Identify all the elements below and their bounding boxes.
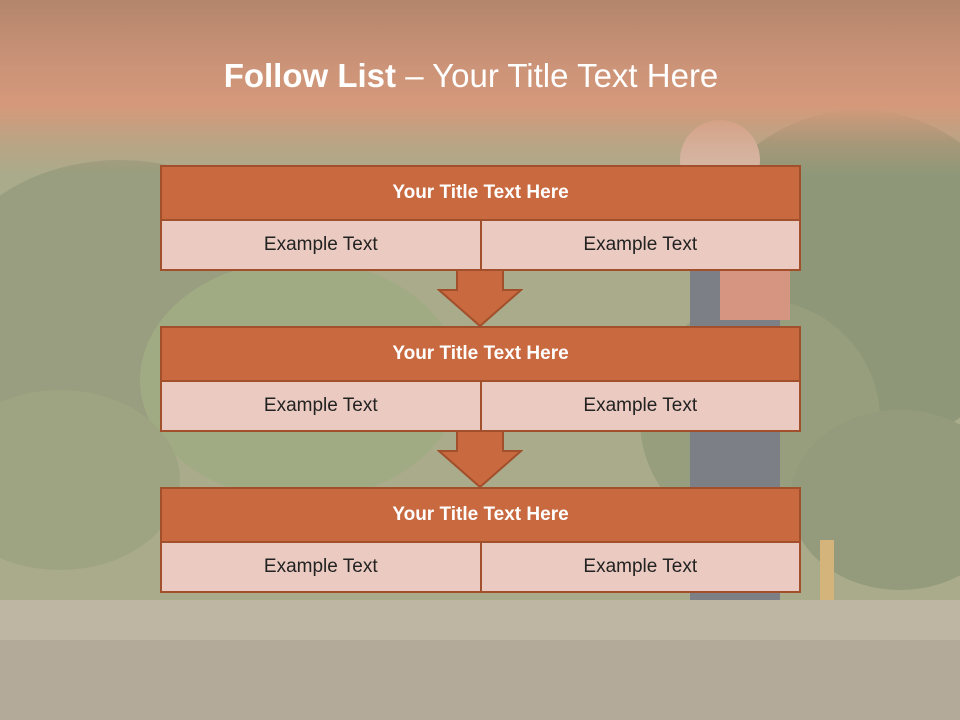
block-title: Your Title Text Here <box>160 487 801 543</box>
block-cell-right: Example Text <box>481 221 801 271</box>
slide-title: Follow List – Your Title Text Here <box>0 55 942 97</box>
title-band <box>0 0 960 175</box>
list-block-2: Your Title Text Here Example Text Exampl… <box>160 326 801 432</box>
down-arrow-icon <box>437 270 523 328</box>
block-cell-right: Example Text <box>481 382 801 432</box>
block-row: Example Text Example Text <box>160 221 801 271</box>
block-row: Example Text Example Text <box>160 543 801 593</box>
slide-title-bold: Follow List <box>223 57 397 94</box>
block-cell-right: Example Text <box>481 543 801 593</box>
block-row: Example Text Example Text <box>160 382 801 432</box>
block-title: Your Title Text Here <box>160 326 801 382</box>
block-title: Your Title Text Here <box>160 165 801 221</box>
list-block-3: Your Title Text Here Example Text Exampl… <box>160 487 801 593</box>
block-cell-left: Example Text <box>160 543 482 593</box>
block-cell-left: Example Text <box>160 382 482 432</box>
down-arrow-icon <box>437 431 523 489</box>
slide-title-rest: – Your Title Text Here <box>396 57 719 94</box>
block-cell-left: Example Text <box>160 221 482 271</box>
list-block-1: Your Title Text Here Example Text Exampl… <box>160 165 801 271</box>
